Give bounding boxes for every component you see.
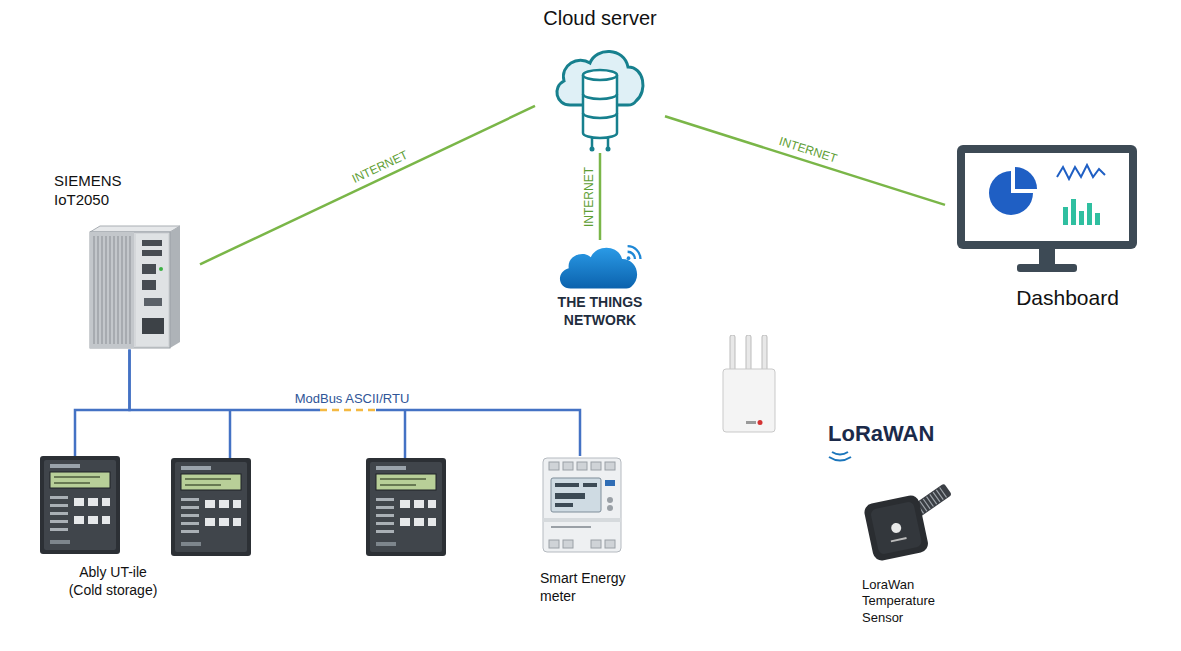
bus-gap-mask xyxy=(320,408,376,413)
controller-illustration xyxy=(171,458,251,556)
iot-device-illustration xyxy=(90,226,180,348)
energy-meter-node: Smart Energy meter xyxy=(535,456,635,605)
node-label: SIEMENS IoT2050 xyxy=(54,172,139,210)
network-connector xyxy=(200,106,535,264)
bus-drop-wires xyxy=(230,410,405,458)
bus-drop xyxy=(404,410,407,458)
wave-arc xyxy=(829,457,851,461)
controller-node: Ably UT-ile (Cold storage) xyxy=(35,456,165,599)
bus-continuation-dash xyxy=(320,409,376,412)
edge-device-node: SIEMENS IoT2050 xyxy=(50,172,200,350)
cloud-server-node: Cloud server xyxy=(535,6,665,153)
node-label: THE THINGS NETWORK xyxy=(550,294,650,329)
monitor-illustration xyxy=(957,145,1137,273)
network-cloud-logo xyxy=(554,240,646,292)
bus-connector xyxy=(75,350,129,457)
dashboard-node: Dashboard xyxy=(945,145,1140,311)
network-connector xyxy=(665,116,945,205)
node-label: Dashboard xyxy=(995,285,1140,311)
lora-logo-waves xyxy=(829,452,851,461)
monitor-illustration xyxy=(957,145,1137,272)
bus-label: ModBus ASCII/RTU xyxy=(293,391,412,407)
iot-device-illustration xyxy=(68,224,192,350)
network-connector xyxy=(599,153,602,240)
lora-gateway-illustration xyxy=(723,335,775,432)
protocol-logo-text: LoRaWAN xyxy=(828,421,934,447)
network-cloud-logo xyxy=(560,246,641,288)
node-label: Cloud server xyxy=(535,6,665,31)
energy-meter-illustration xyxy=(543,458,621,552)
bus-connector xyxy=(130,350,581,457)
controller-illustration xyxy=(40,456,120,554)
cloud-database-icon xyxy=(557,51,643,151)
cloud-database-icon xyxy=(550,41,650,153)
wave-arc xyxy=(832,452,848,455)
node-label: LoraWan Temperature Sensor xyxy=(862,577,952,626)
node-label: Smart Energy meter xyxy=(540,570,635,605)
network-logo-node: THE THINGS NETWORK xyxy=(550,240,650,329)
sensor-illustration xyxy=(860,477,956,563)
energy-meter-illustration xyxy=(539,456,625,554)
sensor-node: LoraWan Temperature Sensor xyxy=(855,477,965,626)
network-link-label: INTERNET xyxy=(582,165,596,229)
controller-illustration xyxy=(39,456,121,554)
controller-illustration xyxy=(366,458,446,556)
network-link-label: INTERNET xyxy=(348,147,412,187)
node-label: Ably UT-ile (Cold storage) xyxy=(63,564,163,599)
sensor-illustration xyxy=(863,483,952,562)
bus-drop xyxy=(229,410,232,458)
